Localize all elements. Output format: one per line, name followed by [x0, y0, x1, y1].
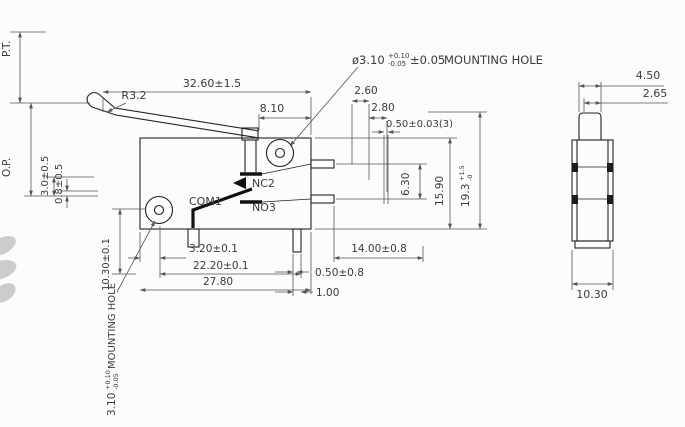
dim-plunger-width: 2.65: [643, 87, 668, 100]
contact-mechanism: [191, 172, 262, 228]
dim-total-val: 19.3: [460, 184, 472, 207]
dim-top-width: 4.50: [636, 69, 661, 82]
bottom-hole-tol-plus: +0.10: [104, 370, 112, 390]
switch-body: [139, 137, 312, 230]
bottom-hole-note: 3.10 +0.10 -0.05 MOUNTING HOLE: [104, 283, 120, 416]
dim-hole-offset: 10.30±0.1: [101, 238, 112, 291]
dim-2780: 27.80: [203, 276, 233, 288]
top-hole-tol-minus: -0.05: [388, 60, 406, 68]
dim-pitch: 6.30: [400, 173, 412, 196]
dim-body-height: 15.90: [434, 176, 446, 206]
dimension-lines: [10, 31, 668, 296]
dim-050-terminal: 0.50±0.03(3): [386, 119, 453, 130]
end-view-button: [578, 112, 602, 140]
dim-30: 3.0±0.5: [40, 156, 51, 196]
dim-100: 1.00: [316, 287, 339, 299]
dim-280: 2.80: [371, 102, 394, 114]
terminal-no-label: NO3: [252, 201, 276, 214]
dim-050-thickness: 0.50±0.8: [315, 267, 364, 279]
mounting-hole-bottom: [144, 195, 174, 225]
dim-total-tp: +1.5: [458, 165, 466, 181]
dim-op: O.P.: [1, 158, 13, 177]
top-hole-label: MOUNTING HOLE: [444, 53, 543, 67]
terminal-nc-tab: [310, 159, 335, 169]
lever-arm: [86, 91, 260, 141]
terminal-no-tab: [310, 194, 335, 204]
top-hole-dia: ø3.10: [352, 53, 385, 67]
side-view: [86, 91, 335, 253]
dim-2220: 22.20±0.1: [193, 260, 249, 272]
terminal-mid-tab: [292, 228, 302, 253]
top-hole-tol: ±0.05: [410, 53, 445, 67]
terminal-com-label: COM1: [189, 195, 222, 208]
bottom-hole-tol-minus: -0.05: [112, 373, 120, 390]
bottom-hole-label: MOUNTING HOLE: [107, 283, 118, 369]
dim-1400: 14.00±0.8: [351, 243, 407, 255]
dim-lever-radius: R3.2: [121, 89, 146, 102]
terminal-nc-label: NC2: [252, 177, 275, 190]
lever-clip: [241, 127, 259, 141]
dim-08: 0.8±0.5: [54, 164, 65, 204]
end-view-body: [571, 139, 614, 242]
terminal-com-tab: [187, 228, 200, 248]
dim-depth: 10.30: [576, 288, 608, 301]
end-view-base: [574, 240, 611, 249]
dim-overall-width: 32.60±1.5: [183, 77, 241, 90]
contact-arrow-icon: [233, 177, 246, 189]
dim-pt: P.T.: [1, 40, 13, 57]
mounting-hole-top: [265, 138, 295, 168]
watermark: [0, 236, 17, 303]
dim-260: 2.60: [354, 85, 377, 97]
dim-total-height: 19.3 +1.5 -0: [458, 165, 474, 207]
bottom-hole-dia: 3.10: [106, 393, 118, 416]
dim-lever-end: 8.10: [260, 102, 285, 115]
dim-320: 3.20±0.1: [189, 243, 238, 255]
end-view: [571, 112, 614, 249]
dim-total-tm: -0: [466, 175, 474, 181]
top-hole-tol-plus: +0.10: [388, 52, 409, 60]
terminal-slots: [572, 163, 613, 204]
top-hole-note: ø3.10 +0.10 -0.05 ±0.05 MOUNTING HOLE: [352, 52, 543, 68]
